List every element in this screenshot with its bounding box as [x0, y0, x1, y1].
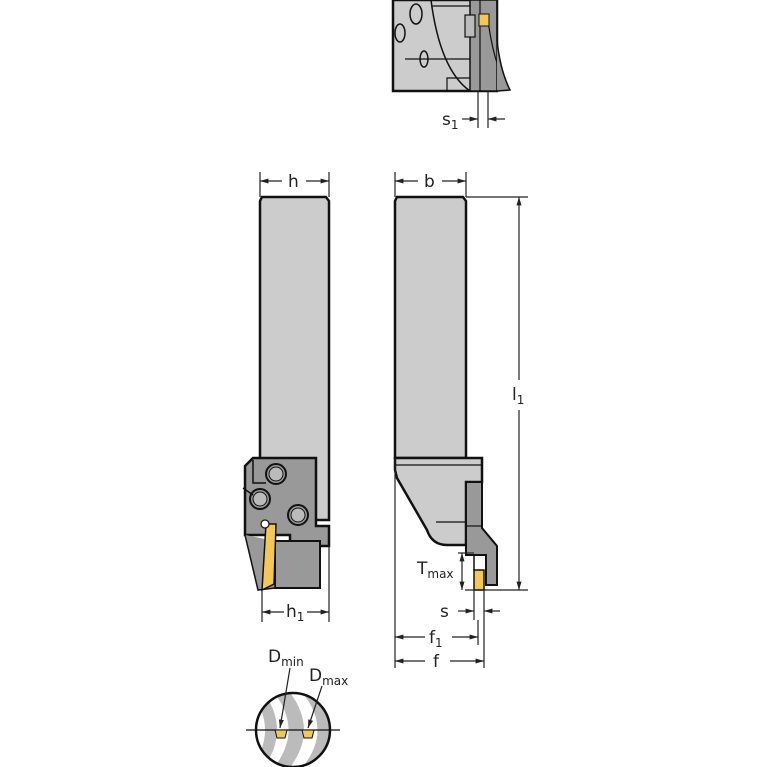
- dim-label-b: b: [424, 172, 435, 192]
- dim-label-tmax: Tmax: [416, 559, 454, 581]
- dim-label-l1: l1: [512, 385, 524, 407]
- side-view: h h1: [242, 172, 331, 624]
- dim-label-dmin: Dmin: [268, 647, 304, 669]
- workpiece-detail: Dmin Dmax: [246, 647, 348, 767]
- front-view: b l1 Tmax s f1 f: [393, 172, 528, 672]
- top-detail-view: s1: [391, 0, 512, 132]
- dim-label-dmax: Dmax: [309, 666, 348, 688]
- dim-label-s: s: [440, 602, 449, 622]
- dim-label-h1: h1: [286, 602, 304, 624]
- dim-label-s1: s1: [442, 110, 459, 132]
- dim-label-h: h: [288, 172, 299, 192]
- dim-label-f: f: [433, 652, 440, 672]
- dim-label-f1: f1: [429, 628, 443, 650]
